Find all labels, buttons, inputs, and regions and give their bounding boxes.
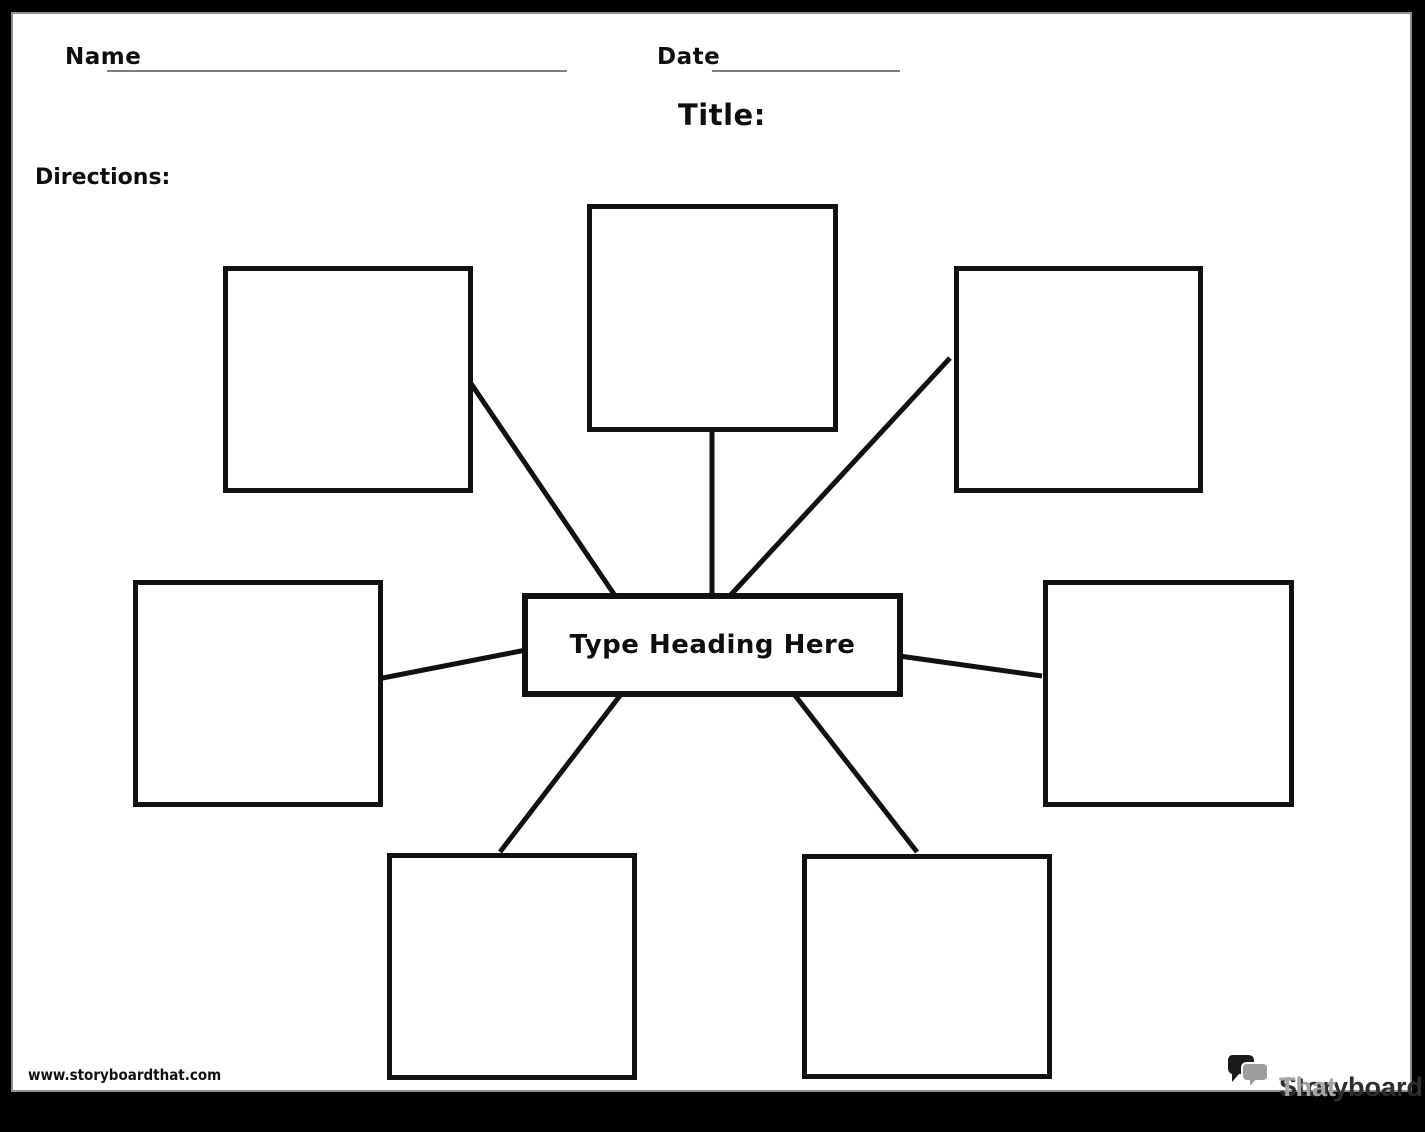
worksheet-page: Name Date Title: Directions: Type Headin… bbox=[11, 12, 1423, 1102]
spider-node-box-top-left[interactable] bbox=[223, 266, 473, 493]
connector-line-top-right bbox=[724, 356, 952, 602]
name-fill-line[interactable] bbox=[107, 70, 567, 72]
connector-line-right bbox=[884, 651, 1043, 679]
spider-node-box-top-right[interactable] bbox=[954, 266, 1203, 493]
website-url: www.storyboardthat.com bbox=[28, 1066, 222, 1084]
speech-bubbles-icon bbox=[1228, 1055, 1269, 1090]
date-label: Date bbox=[657, 44, 721, 70]
date-fill-line[interactable] bbox=[712, 70, 900, 72]
spider-node-box-left[interactable] bbox=[133, 580, 383, 807]
center-heading-box[interactable]: Type Heading Here bbox=[522, 593, 903, 697]
connector-line-top-left bbox=[452, 358, 621, 602]
logo-text-secondary: That bbox=[1279, 1072, 1336, 1102]
directions-label: Directions: bbox=[35, 165, 171, 190]
spider-node-box-bottom-right[interactable] bbox=[802, 854, 1052, 1079]
connector-line-bottom-left bbox=[498, 678, 634, 854]
logo-text-primary: Storyboard bbox=[1279, 1072, 1424, 1102]
connector-lines bbox=[361, 356, 1043, 854]
connector-line-left bbox=[361, 647, 527, 685]
title-label: Title: bbox=[678, 98, 766, 132]
spider-node-box-top[interactable] bbox=[587, 204, 838, 432]
spider-node-box-right[interactable] bbox=[1043, 580, 1294, 807]
name-label: Name bbox=[65, 44, 142, 70]
center-heading-text: Type Heading Here bbox=[569, 630, 856, 660]
spider-node-box-bottom-left[interactable] bbox=[387, 853, 637, 1080]
connector-line-bottom-right bbox=[781, 678, 919, 854]
